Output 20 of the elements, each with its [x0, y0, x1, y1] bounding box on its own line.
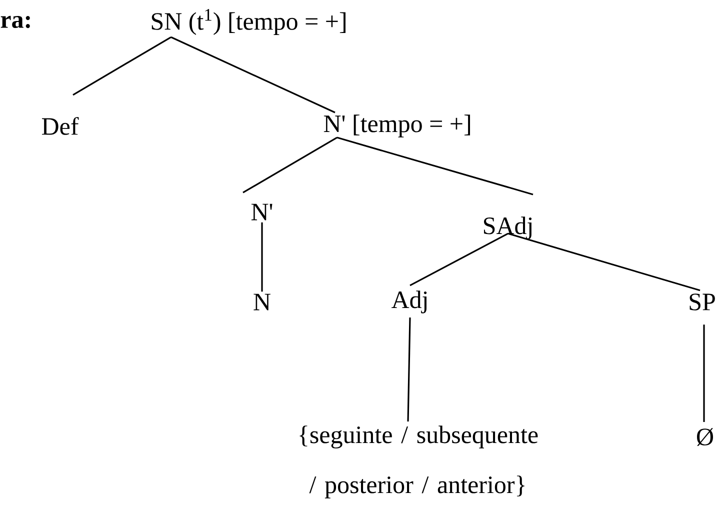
tree-branch: [170, 36, 336, 114]
tree-node-label: SAdj: [484, 216, 532, 240]
example-label: ra:: [0, 16, 30, 28]
tree-node-label: Def: [42, 117, 79, 135]
tree-branch: [72, 36, 172, 96]
tree-branch: [261, 222, 263, 292]
tree-node-label: {seguinte / subsequente / posterior / anterior}: [300, 426, 538, 498]
tree-branch: [703, 324, 705, 422]
tree-branch: [508, 232, 700, 292]
tree-node-label: N' [tempo = +]: [324, 114, 470, 138]
tree-node-label: N: [254, 294, 270, 310]
tree-node-label: SN (t$^{1}$) [tempo = +]: [152, 9, 346, 35]
tree-branch: [242, 136, 338, 194]
tree-branch: [336, 136, 534, 196]
tree-node-label: Adj: [392, 290, 427, 314]
tree-branch: [407, 318, 411, 422]
tree-node-label: N': [251, 204, 272, 220]
tree-node-label: SP: [690, 294, 715, 310]
tree-branch: [410, 232, 508, 286]
tree-node-label: Ø: [697, 428, 714, 446]
